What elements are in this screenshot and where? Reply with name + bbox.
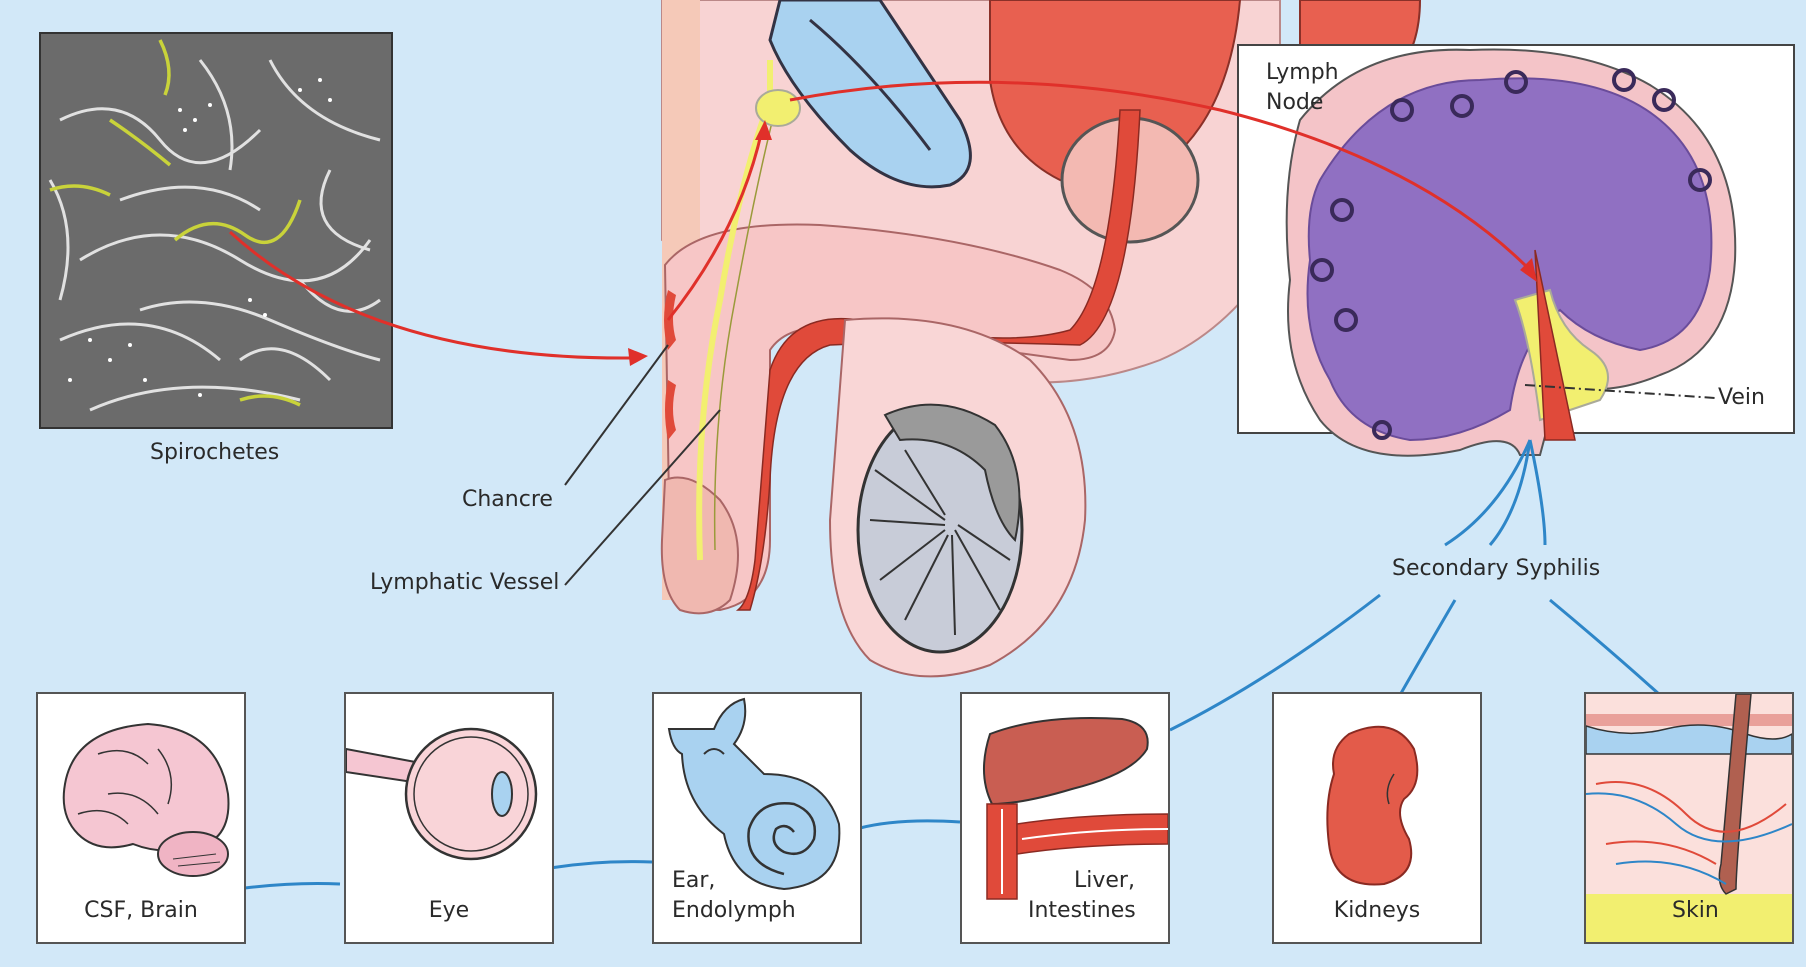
organ-box-kidneys: Kidneys — [1272, 692, 1482, 944]
organ-box-brain: CSF, Brain — [36, 692, 246, 944]
brain-caption: CSF, Brain — [38, 898, 244, 924]
kidneys-caption: Kidneys — [1274, 898, 1480, 924]
lymphatic-vessel-label: Lymphatic Vessel — [370, 570, 559, 596]
spirochetes-label: Spirochetes — [150, 440, 279, 466]
spirochetes-micrograph — [40, 33, 392, 428]
organ-box-skin: Skin — [1584, 692, 1794, 944]
organ-box-ear: Ear, Endolymph — [652, 692, 862, 944]
organ-box-eye: Eye — [344, 692, 554, 944]
ear-caption-line2: Endolymph — [672, 898, 796, 924]
skin-caption: Skin — [1672, 898, 1719, 924]
organ-box-liver: Liver, Intestines — [960, 692, 1170, 944]
inguinal-node — [756, 90, 800, 126]
liver-caption-line1: Liver, — [1074, 868, 1135, 894]
lymph-node-label-line1: Lymph — [1266, 60, 1339, 86]
ear-caption-line1: Ear, — [672, 868, 715, 894]
liver-caption-line2: Intestines — [1028, 898, 1136, 924]
chancre-label: Chancre — [462, 487, 553, 513]
lymph-node-label-line2: Node — [1266, 90, 1323, 116]
vein-label: Vein — [1718, 385, 1765, 411]
chancre-leader — [565, 345, 668, 485]
eye-caption: Eye — [346, 898, 552, 924]
secondary-syphilis-label: Secondary Syphilis — [1392, 556, 1600, 582]
